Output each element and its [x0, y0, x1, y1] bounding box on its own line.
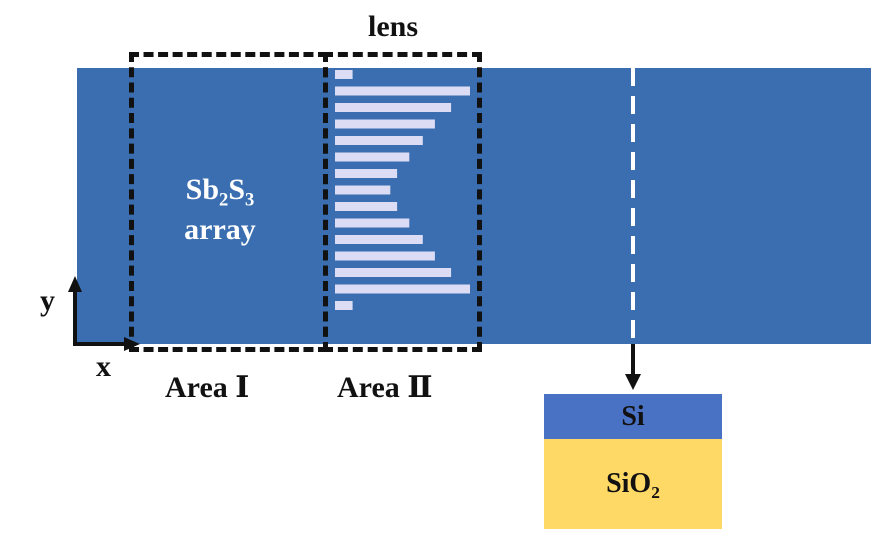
- sio2-layer: SiO2: [544, 439, 722, 529]
- sio2-label: SiO2: [606, 468, 660, 503]
- lens-bar: [335, 70, 353, 79]
- array-label: Sb2S3 array: [150, 170, 290, 250]
- lens-bar: [335, 235, 423, 244]
- area-2-lens-box: [323, 52, 482, 352]
- lens-bar: [335, 119, 435, 129]
- array-word-label: array: [184, 213, 256, 246]
- area-1-label: Area Ⅰ: [165, 371, 250, 404]
- cross-section-arrow-icon: [625, 344, 641, 390]
- lens-bar: [335, 218, 410, 228]
- lens-bar: [335, 169, 398, 178]
- lens-bar: [335, 136, 423, 145]
- lens-bar: [335, 103, 452, 112]
- axis-y-label: y: [40, 284, 55, 317]
- lens-bar: [335, 301, 353, 310]
- axis-x-label: x: [96, 350, 111, 383]
- waveguide-slab: [77, 68, 871, 344]
- lens-bar: [335, 251, 435, 261]
- si-layer: Si: [544, 394, 722, 439]
- lens-bar: [335, 152, 410, 162]
- lens-bar: [335, 86, 470, 96]
- lens-bar: [335, 185, 391, 195]
- si-label: Si: [621, 400, 645, 432]
- array-material-label: Sb2S3: [185, 173, 255, 211]
- lens-bar: [335, 202, 398, 211]
- lens-bar: [335, 268, 452, 277]
- lens-bar: [335, 284, 470, 294]
- lens-label: lens: [368, 10, 419, 43]
- area-2-label: Area Ⅱ: [337, 371, 433, 404]
